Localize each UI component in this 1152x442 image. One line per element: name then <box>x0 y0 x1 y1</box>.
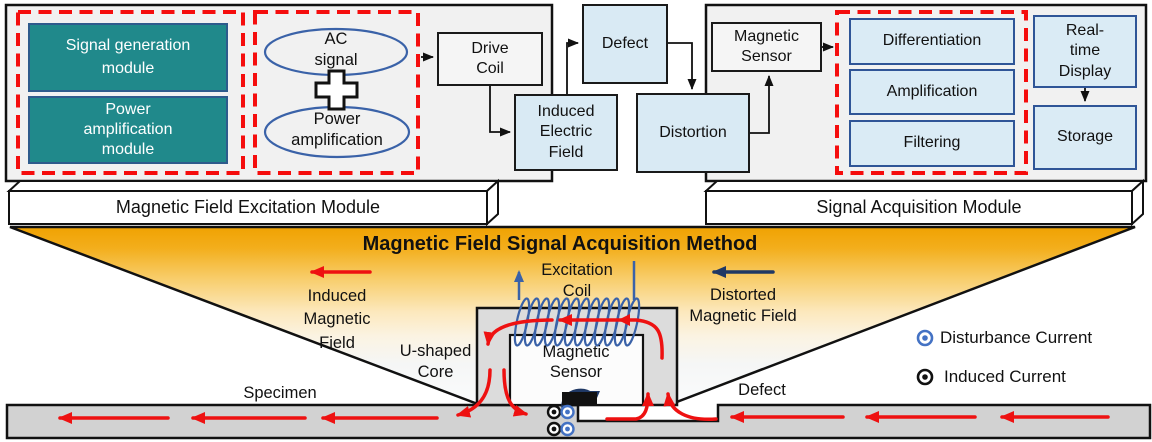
induced-magnetic-field-label: Induced Magnetic Field <box>303 287 371 352</box>
realtime-display-box: Real- time Display <box>1033 15 1137 88</box>
drive-coil-box: Drive Coil <box>437 32 543 86</box>
excitation-module-bar-label: Magnetic Field Excitation Module <box>115 197 381 217</box>
induced-electric-field-box: Induced Electric Field <box>514 94 618 171</box>
banner-title: Magnetic Field Signal Acquisition Method <box>362 233 758 255</box>
induced-current-dot <box>546 404 562 420</box>
magnetic-sensor-box: Magnetic Sensor <box>711 22 822 72</box>
current-symbols <box>546 404 575 437</box>
power-amplification-label: Power amplification <box>291 110 383 150</box>
defect-scene-label: Defect <box>738 381 786 399</box>
induced-field-arrows <box>58 266 1110 424</box>
distorted-magnetic-field-label: Distorted Magnetic Field <box>689 286 797 326</box>
ac-signal-label: AC signal <box>314 30 358 70</box>
acquisition-bar-3d <box>703 178 1146 227</box>
sensor-chip <box>562 392 597 405</box>
induced-current-legend-label: Induced Current <box>944 367 1066 386</box>
power-amplification-module-box: Power amplification module <box>28 96 228 164</box>
red-dashed-groups <box>16 10 1028 175</box>
acquisition-module-bar-label: Signal Acquisition Module <box>816 197 1022 217</box>
amplification-box: Amplification <box>849 69 1015 115</box>
distortion-box: Distortion <box>636 93 750 173</box>
specimen-bar <box>5 403 1152 440</box>
magnetic-sensor-scene-label: Magnetic Sensor <box>542 343 610 381</box>
specimen-label: Specimen <box>243 384 317 402</box>
induced-current-icon <box>916 368 934 386</box>
induced-current-dot <box>546 421 562 437</box>
flow-connectors <box>421 38 1090 137</box>
disturbance-current-dot <box>560 404 575 420</box>
defect-box: Defect <box>582 4 668 84</box>
disturbance-current-legend-label: Disturbance Current <box>940 328 1093 347</box>
disturbance-current-icon <box>916 329 934 347</box>
filtering-box: Filtering <box>849 120 1015 167</box>
disturbance-current-dot <box>560 421 575 437</box>
excitation-bar-3d <box>6 178 501 227</box>
differentiation-box: Differentiation <box>849 18 1015 65</box>
u-shaped-core-label: U-shaped Core <box>399 342 472 381</box>
storage-box: Storage <box>1033 105 1137 170</box>
signal-generation-module-box: Signal generation module <box>28 23 228 92</box>
excitation-coil-label: Excitation Coil <box>541 261 613 301</box>
combiner-cross-icon <box>314 69 359 111</box>
